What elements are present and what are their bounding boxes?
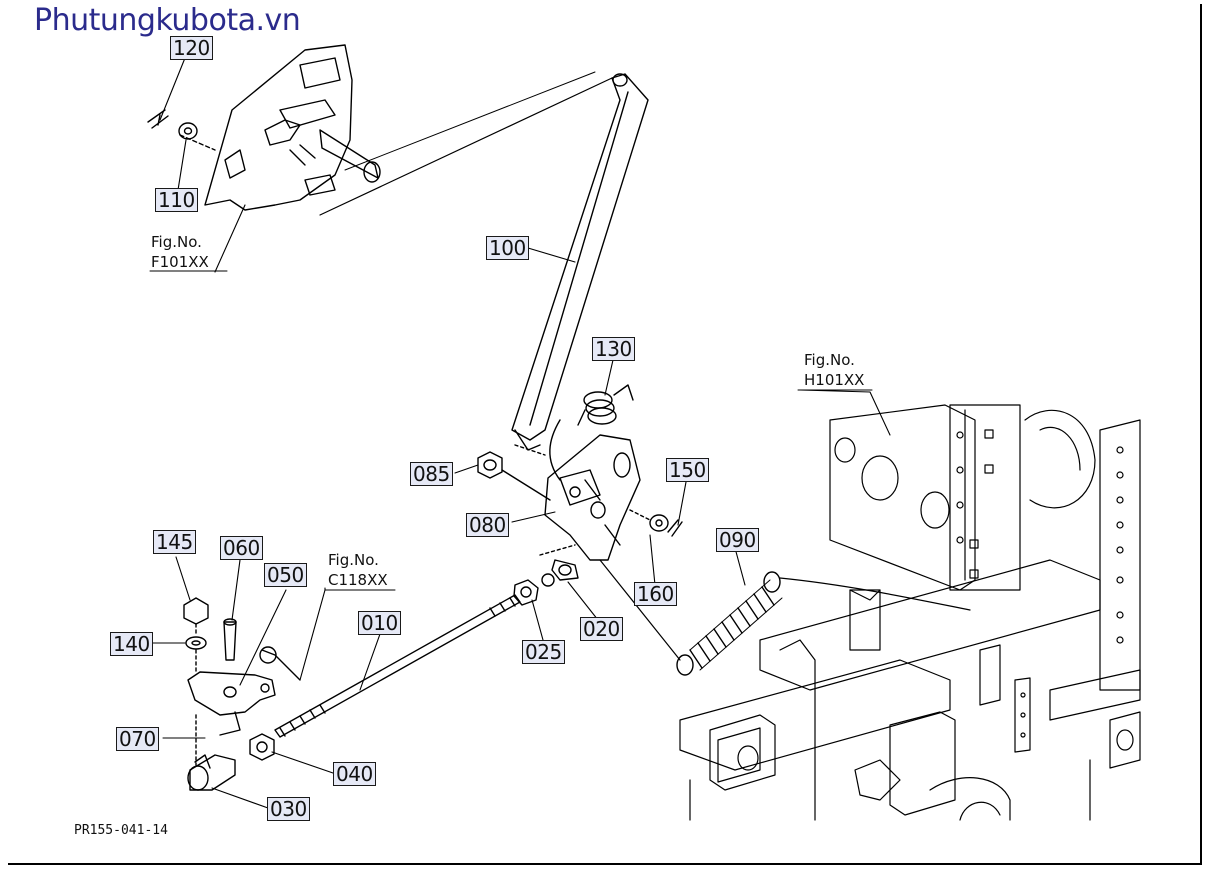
long-rod-100 [511, 73, 649, 456]
bolt-020 [551, 559, 579, 581]
torsion-spring-130 [549, 384, 634, 481]
figure-ref-label: Fig.No. [804, 351, 855, 369]
pin-060 [223, 618, 237, 661]
figure-ref-label: Fig.No. [328, 551, 379, 569]
callout-030[interactable]: 030 [267, 797, 310, 821]
callout-080[interactable]: 080 [466, 513, 509, 537]
callout-070[interactable]: 070 [116, 727, 159, 751]
callout-085[interactable]: 085 [410, 462, 453, 486]
figure-ref-f101[interactable]: Fig.No. F101XX [151, 232, 209, 272]
threaded-rod-010 [274, 594, 521, 738]
callout-160[interactable]: 160 [634, 582, 677, 606]
figure-ref-underlines [149, 270, 873, 591]
drawing-code: PR155-041-14 [74, 823, 168, 838]
figure-ref-code: C118XX [328, 571, 388, 589]
callout-010[interactable]: 010 [358, 611, 401, 635]
figure-ref-label: Fig.No. [151, 233, 202, 251]
callout-050[interactable]: 050 [264, 563, 307, 587]
callout-100[interactable]: 100 [486, 236, 529, 260]
leader-lines [151, 57, 891, 809]
watermark: Phutungkubota.vn [34, 3, 301, 38]
rod-end-030 [187, 754, 236, 791]
callout-130[interactable]: 130 [592, 337, 635, 361]
nut-145 [183, 597, 209, 625]
callout-025[interactable]: 025 [522, 640, 565, 664]
callout-145[interactable]: 145 [153, 530, 196, 554]
lever-arm-050 [187, 646, 301, 716]
drawing-frame [8, 4, 1202, 865]
callout-060[interactable]: 060 [220, 536, 263, 560]
main-frame-assembly [679, 404, 1141, 821]
washer-140 [185, 636, 207, 650]
extension-spring-090 [676, 571, 783, 676]
figure-ref-code: H101XX [804, 371, 865, 389]
nut-085 [477, 451, 503, 479]
callout-120[interactable]: 120 [170, 36, 213, 60]
upper-bracket-assembly [147, 44, 381, 211]
nut-025 [513, 573, 555, 606]
callout-040[interactable]: 040 [333, 762, 376, 786]
figure-ref-h101[interactable]: Fig.No. H101XX [804, 350, 864, 390]
callout-090[interactable]: 090 [716, 528, 759, 552]
washer-160 [649, 514, 669, 532]
callout-140[interactable]: 140 [110, 632, 153, 656]
figure-ref-code: F101XX [151, 253, 209, 271]
callout-150[interactable]: 150 [666, 458, 709, 482]
callout-020[interactable]: 020 [580, 617, 623, 641]
lever-080 [544, 434, 641, 561]
callout-110[interactable]: 110 [155, 188, 198, 212]
figure-ref-c118[interactable]: Fig.No. C118XX [328, 550, 388, 590]
nut-040 [249, 733, 275, 761]
